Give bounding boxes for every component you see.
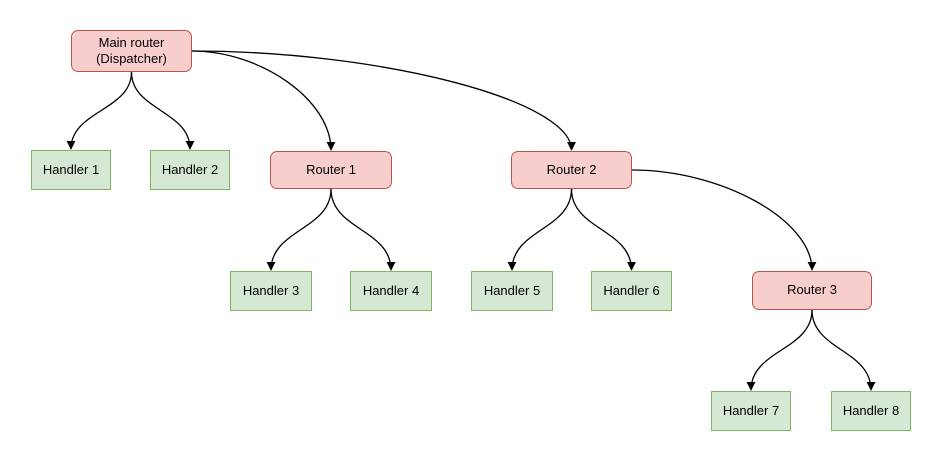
node-handler-1: Handler 1 bbox=[31, 150, 111, 190]
edge-main-router-to-router-1 bbox=[191, 50, 336, 151]
node-main-router: Main router (Dispatcher) bbox=[71, 30, 192, 72]
edge-router-2-to-handler-6 bbox=[570, 188, 637, 271]
node-handler-2: Handler 2 bbox=[150, 150, 230, 190]
router-2-label: Router 2 bbox=[546, 161, 597, 177]
edge-main-router-to-handler-2 bbox=[130, 71, 195, 150]
edge-main-router-to-handler-1 bbox=[66, 71, 133, 150]
node-handler-8: Handler 8 bbox=[831, 391, 911, 431]
handler-8-label: Handler 8 bbox=[842, 402, 900, 418]
node-router-1: Router 1 bbox=[270, 151, 392, 189]
router-1-label: Router 1 bbox=[306, 161, 356, 177]
edge-router-2-to-handler-5 bbox=[507, 188, 573, 271]
edge-router-3-to-handler-8 bbox=[811, 309, 876, 391]
node-handler-5: Handler 5 bbox=[471, 271, 553, 311]
handler-5-label: Handler 5 bbox=[483, 282, 541, 298]
node-router-2: Router 2 bbox=[511, 151, 632, 189]
edge-router-1-to-handler-4 bbox=[330, 188, 396, 271]
handler-2-label: Handler 2 bbox=[161, 161, 219, 177]
edge-router-2-to-router-3 bbox=[631, 169, 817, 271]
handler-6-label: Handler 6 bbox=[603, 282, 660, 298]
handler-7-label: Handler 7 bbox=[722, 402, 780, 418]
node-handler-3: Handler 3 bbox=[230, 271, 312, 311]
edge-router-3-to-handler-7 bbox=[746, 309, 813, 391]
edge-router-1-to-handler-3 bbox=[266, 188, 332, 271]
main-router-label: Main router (Dispatcher) bbox=[96, 34, 167, 66]
node-router-3: Router 3 bbox=[752, 271, 872, 310]
node-handler-7: Handler 7 bbox=[711, 391, 791, 431]
handler-1-label: Handler 1 bbox=[42, 161, 100, 177]
node-handler-6: Handler 6 bbox=[591, 271, 672, 311]
router-3-label: Router 3 bbox=[787, 282, 837, 298]
node-handler-4: Handler 4 bbox=[350, 271, 432, 311]
edge-main-router-to-router-2 bbox=[191, 50, 577, 151]
handler-4-label: Handler 4 bbox=[362, 282, 420, 298]
handler-3-label: Handler 3 bbox=[242, 282, 300, 298]
